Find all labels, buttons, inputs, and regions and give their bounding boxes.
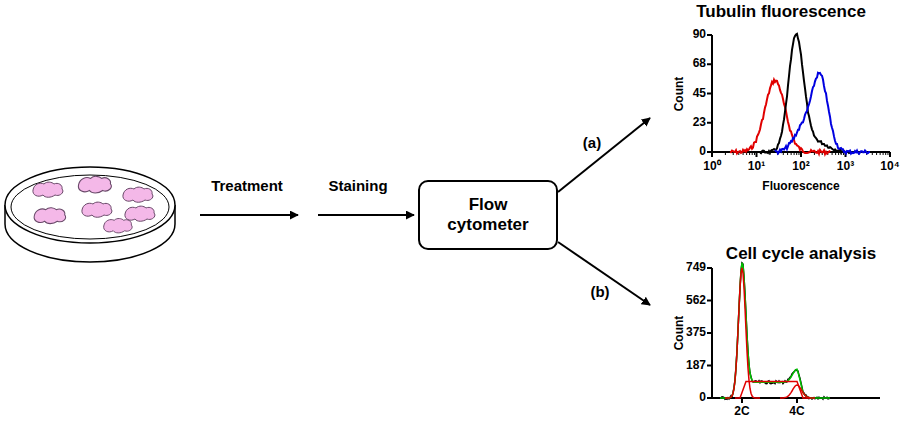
connector-arrow bbox=[558, 118, 650, 192]
box-label: Flow cytometer bbox=[438, 195, 538, 234]
histogram-plot bbox=[707, 34, 890, 157]
process-arrow bbox=[200, 214, 298, 216]
tick-label: 187 bbox=[686, 359, 706, 373]
tick-label: 0 bbox=[699, 145, 706, 159]
axis-title: Fluorescence bbox=[762, 180, 839, 194]
tick-label: 4C bbox=[789, 405, 804, 419]
edge-label: (b) bbox=[588, 283, 611, 300]
step-label: Staining bbox=[328, 177, 387, 194]
tick-label: 45 bbox=[693, 87, 706, 101]
tick-label: 375 bbox=[686, 326, 706, 340]
axis-title: Count bbox=[673, 76, 687, 111]
tick-label: 10³ bbox=[837, 160, 854, 174]
tick-label: 562 bbox=[686, 294, 706, 308]
connector-arrow bbox=[558, 242, 650, 305]
histogram-plot bbox=[707, 263, 880, 403]
petri-dish bbox=[5, 167, 175, 262]
tick-label: 68 bbox=[693, 57, 706, 71]
chart-panel: Tubulin fluorescence bbox=[650, 2, 912, 202]
process-box: Flow cytometer bbox=[418, 180, 558, 250]
tick-label: 90 bbox=[693, 28, 706, 42]
tick-label: 2C bbox=[734, 405, 749, 419]
chart-title: Tubulin fluorescence bbox=[650, 2, 912, 22]
process-arrow bbox=[318, 214, 414, 216]
tick-label: 10¹ bbox=[748, 160, 765, 174]
tick-label: 10⁴ bbox=[880, 160, 899, 174]
chart-title: Cell cycle analysis bbox=[690, 244, 912, 264]
tick-label: 10⁰ bbox=[703, 160, 720, 174]
tick-label: 749 bbox=[686, 261, 706, 275]
tick-label: 0 bbox=[699, 391, 706, 405]
tick-label: 23 bbox=[693, 116, 706, 130]
edge-label: (a) bbox=[581, 134, 603, 151]
axis-title: Count bbox=[673, 316, 687, 351]
tick-label: 10² bbox=[792, 160, 809, 174]
step-label: Treatment bbox=[211, 177, 283, 194]
